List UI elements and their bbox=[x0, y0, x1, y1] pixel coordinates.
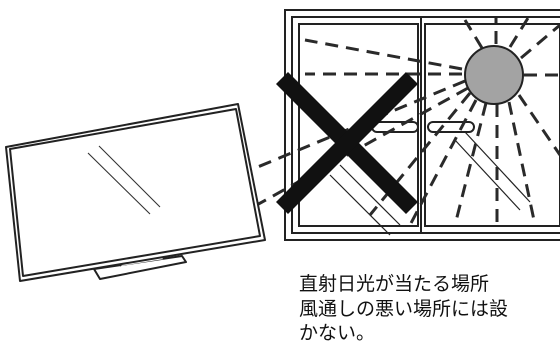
window-outer-frame bbox=[284, 9, 560, 241]
glass-reflection bbox=[454, 139, 521, 211]
caption-line-2: 風通しの悪い場所には設 bbox=[299, 297, 509, 320]
tv-screen-reflections bbox=[87, 145, 161, 215]
glass-reflection bbox=[339, 164, 401, 226]
glass-reflection bbox=[329, 174, 391, 236]
window-left-pane bbox=[291, 16, 560, 234]
window-right-sash bbox=[424, 23, 560, 227]
television-illustration bbox=[5, 103, 266, 282]
window-illustration bbox=[284, 9, 560, 241]
caption-line-3: かない。 bbox=[299, 322, 376, 344]
warning-caption: 直射日光が当たる場所 風通しの悪い場所には設 かない。 bbox=[299, 272, 560, 346]
window-left-handle bbox=[371, 121, 419, 133]
prohibited-cross-icon bbox=[275, 71, 419, 215]
window-right-handle bbox=[427, 121, 475, 133]
tv-screen-panel bbox=[9, 108, 261, 277]
sun-icon bbox=[464, 45, 524, 105]
caption-line-1: 直射日光が当たる場所 bbox=[299, 273, 490, 295]
